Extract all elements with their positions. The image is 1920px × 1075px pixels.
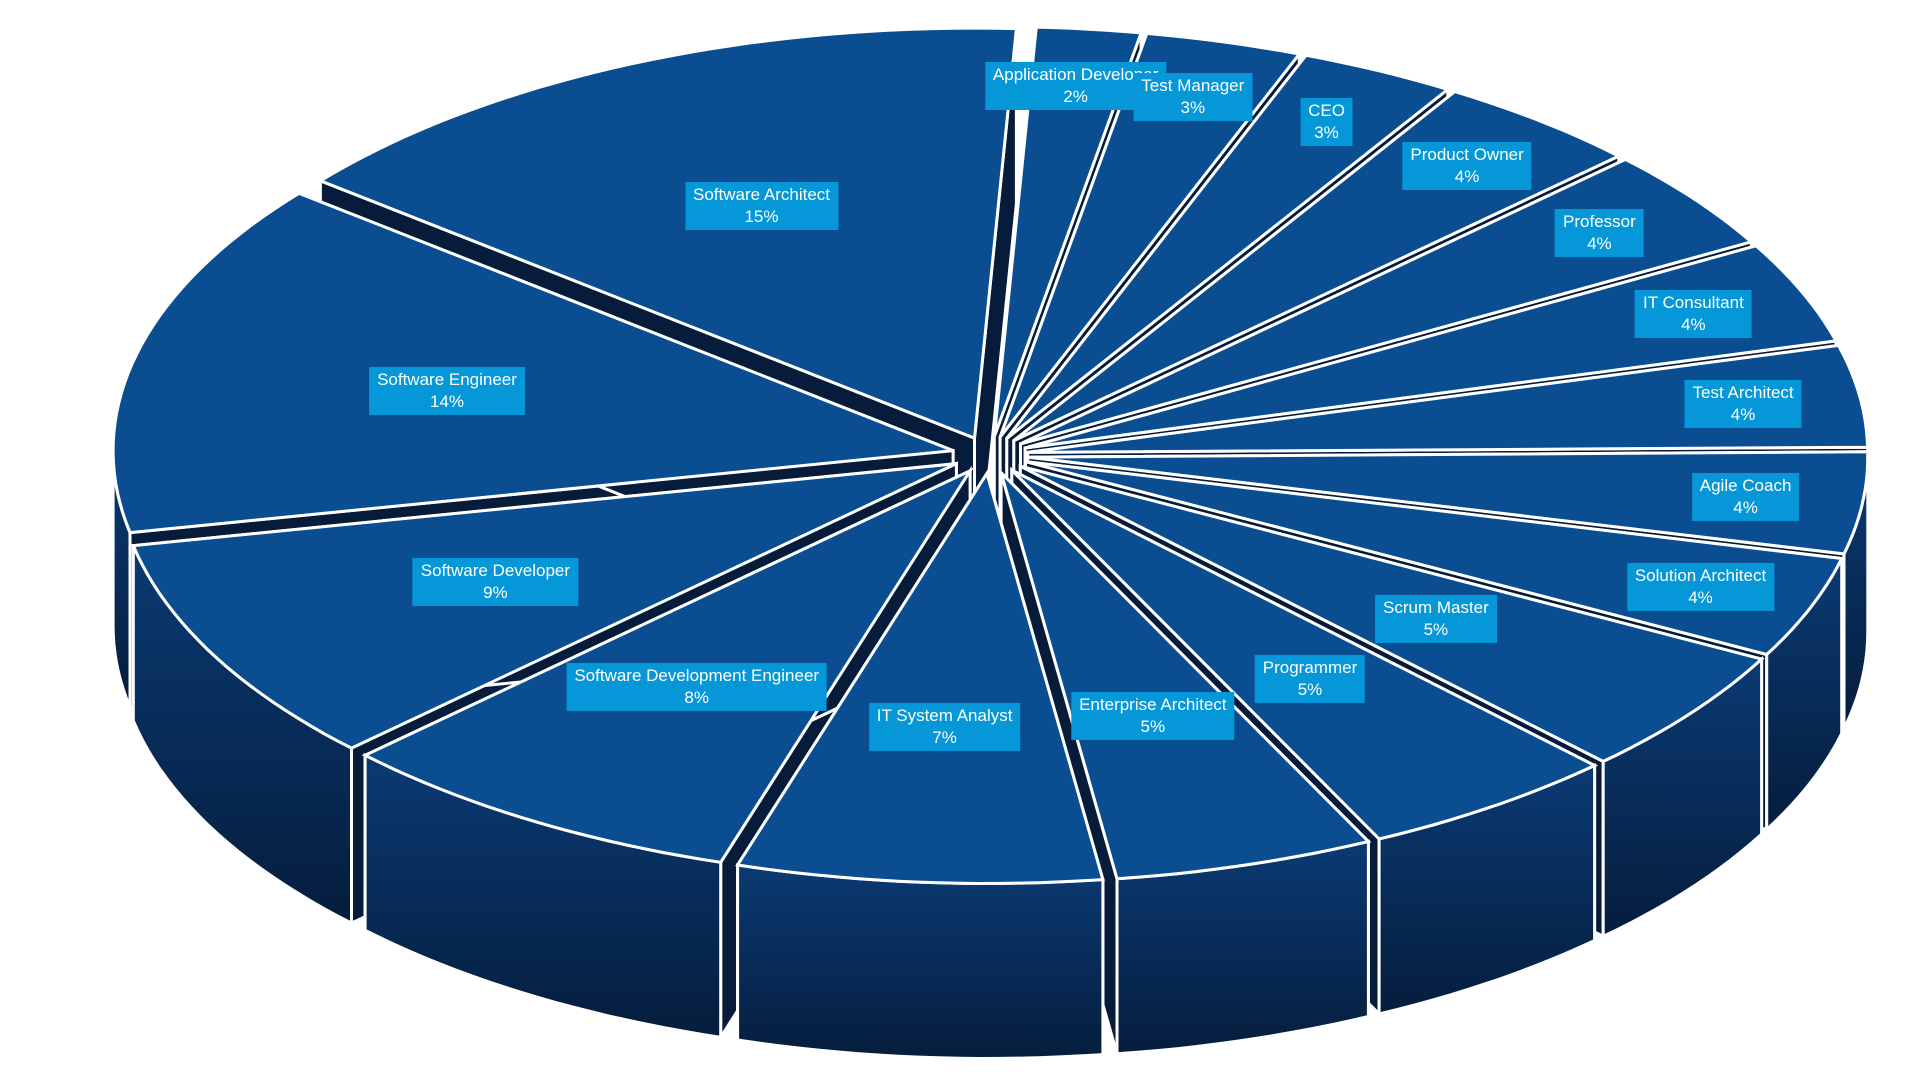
slice-top-test-architect [1027, 343, 1870, 454]
data-label-name: Software Development Engineer [574, 666, 820, 686]
data-label-value: 9% [483, 582, 508, 602]
data-label-value: 4% [1730, 404, 1756, 424]
data-label-value: 14% [429, 391, 465, 411]
data-label-value: 4% [1733, 497, 1758, 517]
data-label-value: 8% [684, 688, 709, 708]
data-label-name: Software Architect [692, 185, 831, 205]
slice-top-agile-coach [1027, 450, 1870, 556]
data-label-product-owner: Product Owner 4% [1402, 142, 1532, 190]
data-label-value: 4% [1688, 588, 1713, 608]
slice-top-software-engineer [111, 191, 954, 535]
slice-top-it-system-analyst [735, 469, 1105, 886]
data-label-value: 7% [932, 727, 957, 747]
data-label-value: 4% [1681, 315, 1706, 334]
slice-top-it-consultant [1024, 244, 1839, 450]
data-label-value: 4% [1587, 234, 1612, 253]
data-label-name: Software Engineer [377, 369, 517, 389]
slice-outer-wall-it-system-analyst-0 [736, 863, 1105, 1061]
data-label-value: 5% [1423, 620, 1449, 640]
data-label-name: Product Owner [1410, 145, 1524, 164]
data-label-name: Programmer [1262, 657, 1358, 677]
data-label-value: 2% [1063, 87, 1088, 107]
data-label-name: Enterprise Architect [1079, 694, 1227, 714]
data-label-name: Scrum Master [1382, 598, 1489, 618]
slice-top-test-manager [998, 31, 1303, 439]
data-label-value: 5% [1297, 679, 1323, 699]
data-label-name: Professor [1563, 212, 1636, 231]
data-label-value: 5% [1140, 716, 1166, 736]
data-label-name: Agile Coach [1699, 475, 1792, 495]
slice-top-software-architect [316, 26, 1019, 441]
slice-top-enterprise-architect [999, 471, 1372, 881]
data-label-name: CEO [1308, 101, 1345, 121]
data-label-name: Solution Architect [1634, 566, 1767, 586]
slice-top-application-developer [992, 25, 1144, 438]
data-label-name: Test Architect [1692, 382, 1794, 402]
slice-top-ceo [1005, 53, 1452, 440]
data-label-professor: Professor 4% [1555, 209, 1644, 257]
data-label-name: IT Consultant [1642, 293, 1744, 312]
data-label-it-consultant: IT Consultant 4% [1634, 290, 1752, 338]
data-label-value: 4% [1454, 167, 1480, 186]
data-label-value: 15% [744, 207, 779, 227]
slice-top-programmer [1010, 468, 1599, 841]
data-label-name: Application Developer [992, 65, 1159, 85]
slice-sides [111, 25, 1870, 1061]
data-label-value: 3% [1180, 98, 1206, 118]
data-label-name: Test Manager [1141, 76, 1245, 96]
data-label-value: 3% [1314, 123, 1339, 143]
data-label-name: Software Developer [420, 560, 571, 580]
data-label-name: IT System Analyst [876, 705, 1013, 725]
slice-it-system-analyst [735, 468, 1105, 1061]
